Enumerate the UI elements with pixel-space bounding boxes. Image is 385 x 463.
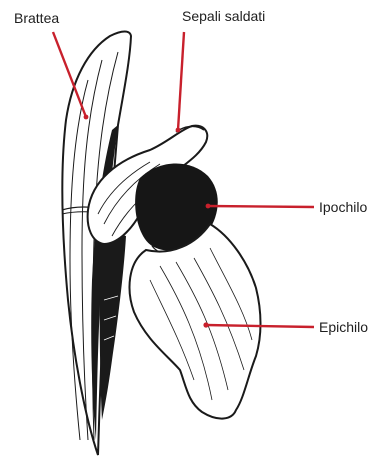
epichile-drawing [130,224,261,419]
label-epichilo: Epichilo [319,319,368,335]
label-sepali-saldati: Sepali saldati [182,8,265,24]
sepali-leader-line [178,32,184,130]
sepali-leader-dot [176,128,181,133]
epichilo-leader-dot [203,322,208,327]
column-drawing [100,235,126,420]
label-ipochilo: Ipochilo [319,199,367,215]
brattea-leader-dot [84,115,89,120]
label-brattea: Brattea [14,10,59,26]
ipochilo-leader-dot [206,204,211,209]
ipochilo-leader-line [208,206,314,207]
